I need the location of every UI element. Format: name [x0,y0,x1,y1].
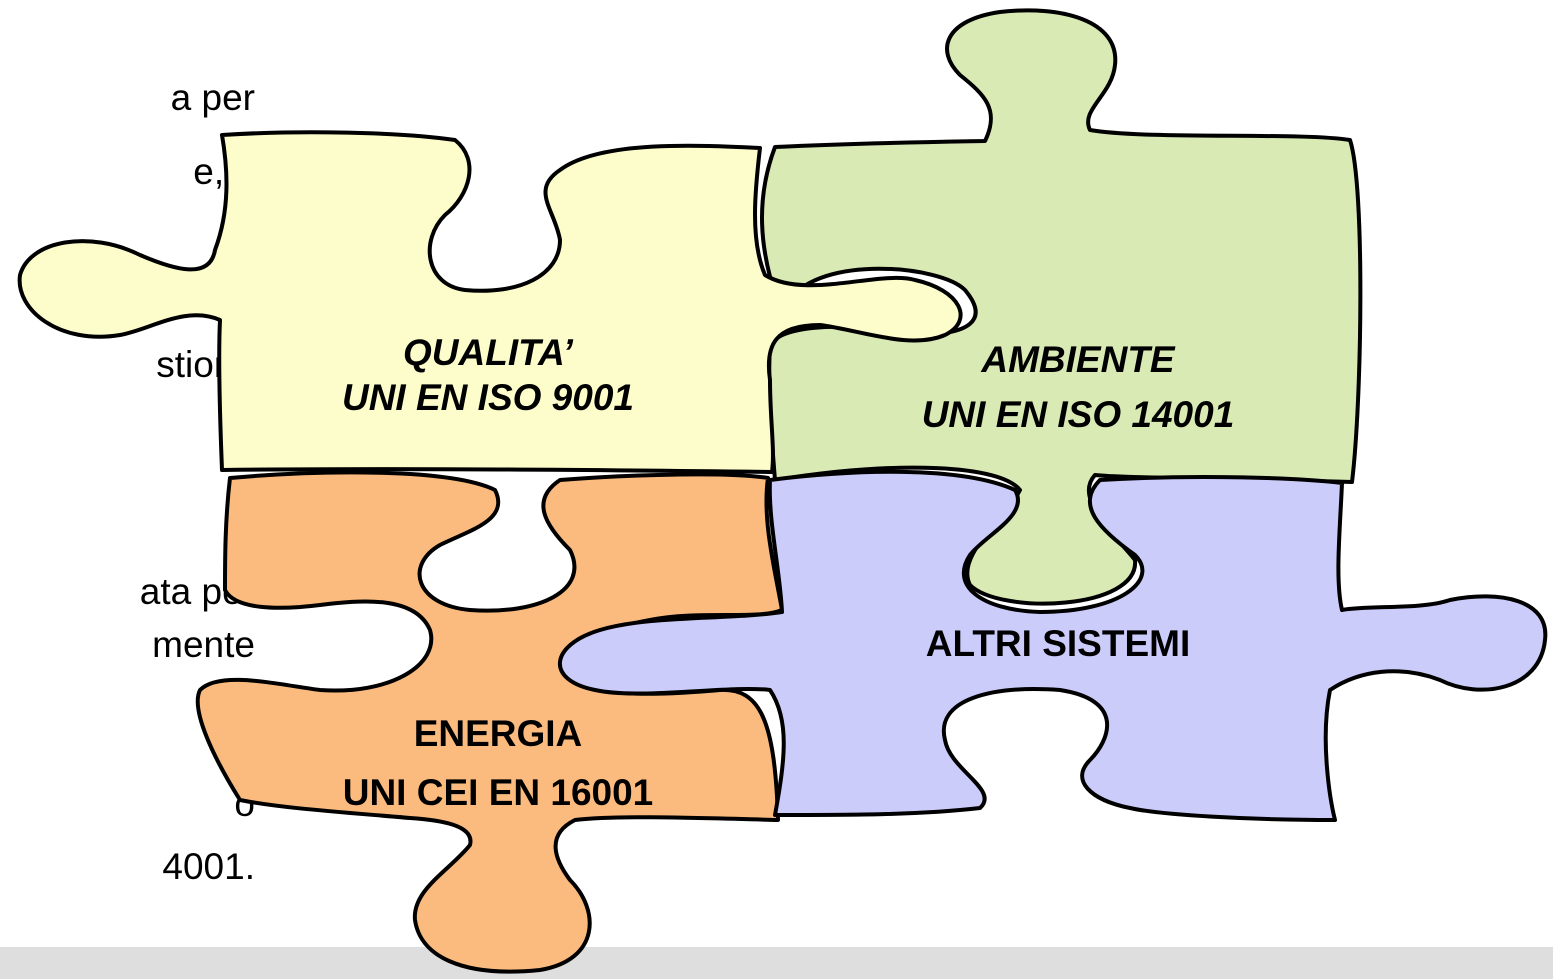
energy-title: ENERGIA [414,713,583,754]
quality-title: QUALITA’ [403,332,574,373]
puzzle-piece-quality [17,130,963,474]
quality-standard: UNI EN ISO 9001 [342,377,634,418]
text-fragment: mente [152,624,255,665]
energy-standard: UNI CEI EN 16001 [343,772,654,813]
text-fragment: 4001. [162,846,255,887]
other-systems-label: ALTRI SISTEMI [926,623,1190,664]
footer-bar [0,947,1553,979]
environment-title: AMBIENTE [980,339,1176,380]
puzzle-piece-other [558,469,1548,822]
environment-standard: UNI EN ISO 14001 [922,394,1235,435]
text-fragment: a per [170,77,255,118]
puzzle-piece-energy [195,470,784,974]
